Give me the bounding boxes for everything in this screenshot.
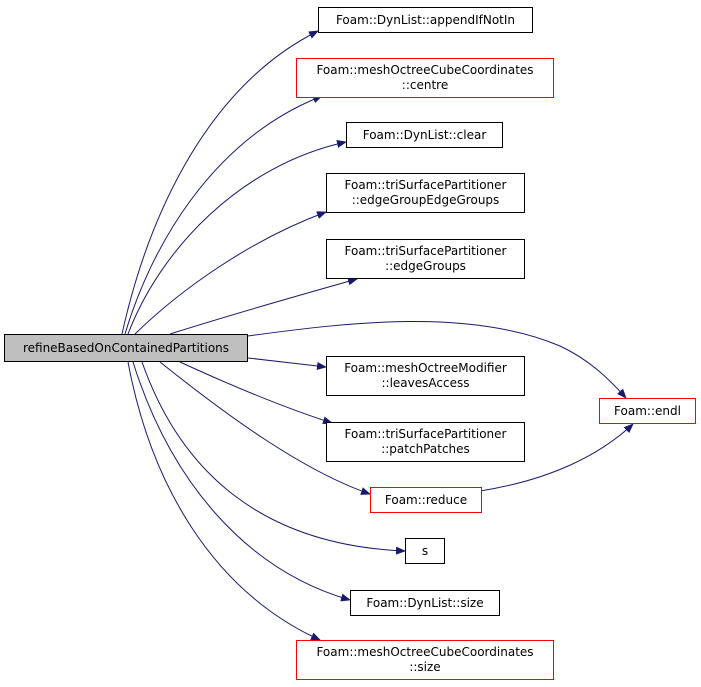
node-label: Foam::DynList::appendIfNotIn [335, 12, 516, 27]
edge-root-coordSize [127, 361, 321, 641]
node-edgeGroupEdgeGroups[interactable]: Foam::triSurfacePartitioner ::edgeGroupE… [326, 173, 525, 213]
node-label-line1: Foam::triSurfacePartitioner [344, 178, 507, 192]
node-label: Foam::DynList::clear [362, 127, 487, 142]
node-label-line2: ::centre [401, 78, 449, 92]
node-reduce[interactable]: Foam::reduce [370, 487, 482, 513]
edge-root-patchPatches [179, 361, 333, 425]
node-label-line2: ::edgeGroupEdgeGroups [351, 193, 500, 207]
edge-root-s [141, 361, 406, 555]
node-endl[interactable]: Foam::endl [599, 398, 696, 424]
node-label-line1: Foam::triSurfacePartitioner [344, 244, 507, 258]
node-label-line1: Foam::triSurfacePartitioner [344, 427, 507, 441]
node-appendIfNotIn[interactable]: Foam::DynList::appendIfNotIn [318, 7, 533, 33]
node-label-line2: ::size [409, 660, 441, 674]
node-edgeGroups[interactable]: Foam::triSurfacePartitioner ::edgeGroups [326, 239, 525, 279]
edge-root-appendIfNotIn [121, 30, 319, 335]
node-label-line1: Foam::meshOctreeCubeCoordinates [316, 645, 534, 659]
node-label: s [421, 543, 429, 558]
node-label: refineBasedOnContainedPartitions [22, 340, 230, 355]
node-label-line1: Foam::meshOctreeCubeCoordinates [316, 63, 534, 77]
edge-root-edgeGroupEdgeGroups [134, 211, 327, 335]
node-clear[interactable]: Foam::DynList::clear [346, 122, 503, 148]
node-coordinates-size[interactable]: Foam::meshOctreeCubeCoordinates ::size [296, 640, 554, 680]
node-label: Foam::endl [614, 403, 681, 418]
node-label-line2: ::leavesAccess [381, 376, 470, 390]
edge-root-dynListSize [132, 361, 351, 602]
edge-root-leavesAccess [247, 357, 327, 370]
node-label: Foam::DynList::size [366, 595, 484, 610]
node-refineBasedOnContainedPartitions[interactable]: refineBasedOnContainedPartitions [4, 334, 248, 362]
node-label: Foam::reduce [384, 492, 468, 507]
edge-root-centre [124, 95, 323, 335]
edge-root-reduce [159, 361, 371, 495]
edge-root-endl [247, 321, 627, 399]
edge-root-clear [127, 140, 347, 335]
node-label-line2: ::edgeGroups [385, 259, 466, 273]
node-dynlist-size[interactable]: Foam::DynList::size [350, 590, 500, 616]
edge-root-edgeGroups [169, 277, 358, 335]
node-leavesAccess[interactable]: Foam::meshOctreeModifier ::leavesAccess [326, 356, 525, 396]
node-patchPatches[interactable]: Foam::triSurfacePartitioner ::patchPatch… [326, 422, 525, 462]
node-s[interactable]: s [405, 538, 445, 564]
node-centre[interactable]: Foam::meshOctreeCubeCoordinates ::centre [296, 58, 554, 98]
node-label-line1: Foam::meshOctreeModifier [344, 361, 507, 375]
node-label-line2: ::patchPatches [381, 442, 470, 456]
edge-reduce-endl [479, 423, 634, 492]
